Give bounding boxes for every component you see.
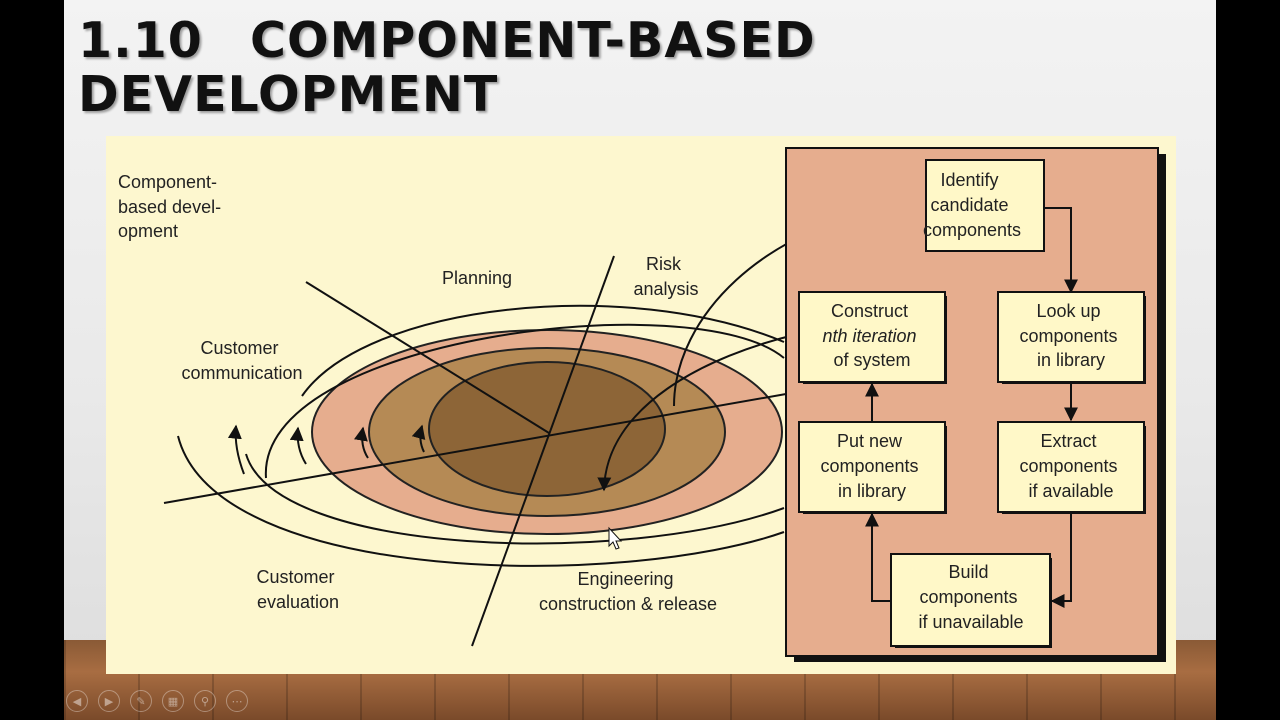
box-build-text: Build components if unavailable: [918, 562, 1023, 632]
more-icon[interactable]: ⋯: [226, 690, 248, 712]
connector-extract-build: [1050, 512, 1072, 608]
connector-build-putnew: [865, 512, 891, 602]
box-identify-text: Identify candidate components: [923, 170, 1021, 240]
pen-icon[interactable]: ✎: [130, 690, 152, 712]
title-number: 1.10: [78, 12, 203, 69]
inner-ring: [428, 361, 666, 497]
box-extract-text: Extract components if available: [1019, 431, 1122, 501]
title-text: COMPONENT-BASED DEVELOPMENT: [78, 12, 816, 123]
axis-line: [471, 255, 615, 647]
caption-line: Component-: [118, 172, 217, 192]
box-construct-text: Construct nth iteration of system: [822, 301, 921, 370]
spiral-direction-arrow: [227, 424, 245, 475]
box-putnew: [798, 421, 946, 513]
label-engineering: Engineering construction & release: [539, 569, 717, 614]
axis-line: [305, 281, 550, 434]
box-identify: [925, 159, 1045, 252]
spiral-arc-lower: [245, 453, 785, 545]
diagram-caption: Component- based devel- opment: [118, 172, 226, 241]
spiral-direction-arrow: [289, 426, 307, 465]
from-construct-arrow: [597, 333, 799, 492]
box-lookup-text: Look up components in library: [1019, 301, 1122, 370]
spiral-direction-arrow: [411, 424, 426, 453]
spiral-arc-upper: [301, 304, 785, 397]
label-customer-evaluation: Customer evaluation: [256, 567, 339, 612]
prev-icon[interactable]: ◀: [66, 690, 88, 712]
caption-line: based devel-: [118, 197, 221, 217]
spiral-model: [163, 202, 898, 647]
next-icon[interactable]: ▶: [98, 690, 120, 712]
label-risk-analysis: Risk analysis: [633, 254, 698, 299]
connector-identify-lookup: [1044, 207, 1078, 294]
box-lookup: [997, 291, 1145, 383]
component-process-panel: Identify candidate components Look up co…: [785, 147, 1166, 662]
spiral-arc-lower: [177, 435, 785, 567]
spiral-direction-arrow: [354, 426, 369, 459]
box-build: [890, 553, 1051, 647]
axis-line: [163, 393, 787, 504]
slides-icon[interactable]: ▦: [162, 690, 184, 712]
spiral-arc-upper: [264, 323, 785, 479]
label-customer-communication: Customer communication: [181, 338, 302, 383]
zoom-icon[interactable]: ⚲: [194, 690, 216, 712]
slideshow-controls: ◀ ▶ ✎ ▦ ⚲ ⋯: [66, 690, 248, 714]
mouse-cursor-icon: [608, 526, 623, 550]
box-construct: [798, 291, 946, 383]
box-putnew-text: Put new components in library: [820, 431, 923, 501]
label-planning: Planning: [442, 268, 512, 288]
component-based-development-diagram: Component- based devel- opment Planning …: [106, 136, 1176, 674]
box-extract: [997, 421, 1145, 513]
caption-line: opment: [118, 221, 178, 241]
